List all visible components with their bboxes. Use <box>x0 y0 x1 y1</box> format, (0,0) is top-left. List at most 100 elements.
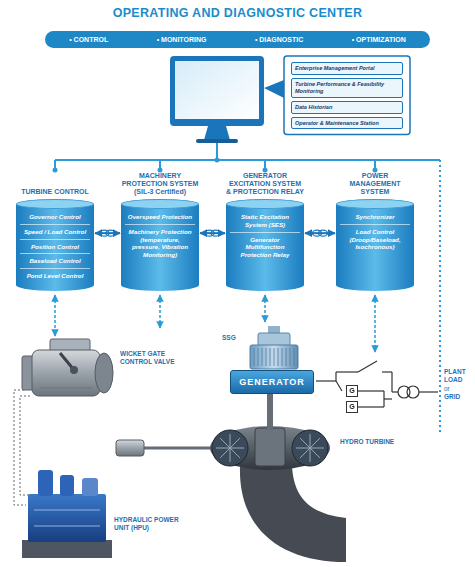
portal-item-box: Turbine Performance & Feasibility Monito… <box>291 78 403 98</box>
hydro-turbine <box>220 438 230 448</box>
servo-actuator <box>116 440 214 456</box>
ssg-exciter <box>282 348 283 366</box>
bus-dot <box>53 158 378 173</box>
switchgear <box>336 381 342 391</box>
hydro-turbine <box>210 426 330 470</box>
generator-unit-box: G <box>346 385 358 397</box>
signal-arrow <box>264 295 266 322</box>
hydraulic-power-unit <box>34 526 100 527</box>
signal-arrow <box>54 295 56 336</box>
portal-item: Operator & Maintenance Station <box>295 120 399 127</box>
network-bus <box>55 159 440 161</box>
unit-letter: G <box>347 386 357 396</box>
function-row: Pond Level Control <box>20 268 90 283</box>
ssg-exciter <box>258 348 259 366</box>
network-bus <box>439 160 441 432</box>
ssg-exciter <box>286 348 287 366</box>
link-line <box>200 232 225 234</box>
function-text: Load Control (Droop/Baseload, Isochronou… <box>342 228 408 251</box>
ssg-exciter <box>290 348 291 366</box>
ssg-exciter <box>258 333 290 346</box>
bus-dot <box>263 168 268 173</box>
switchgear <box>391 372 392 392</box>
switchgear <box>358 361 377 372</box>
ssg-exciter <box>266 348 267 366</box>
link-connector <box>200 230 225 236</box>
signal-arrow <box>55 295 375 352</box>
menu-item: • OPTIMIZATION <box>352 36 406 43</box>
function-row: Synchronizer <box>340 210 410 224</box>
hydro-turbine <box>310 448 311 462</box>
hydro-turbine <box>230 434 231 448</box>
wicket-gate-valve <box>40 388 92 389</box>
function-row: Generator Multifunction Protection Relay <box>230 232 300 262</box>
switchgear <box>392 391 398 392</box>
function-row: Machinery Protection (temperature, press… <box>125 224 195 262</box>
callout-panel <box>264 80 284 98</box>
column-heading: MACHINERY PROTECTION SYSTEM (SIL-3 Certi… <box>121 172 199 196</box>
hydro-turbine <box>255 428 285 466</box>
unit-letter: G <box>347 402 357 412</box>
hydro-turbine <box>216 448 230 449</box>
function-text: Machinery Protection (temperature, press… <box>127 228 193 259</box>
system-column: MACHINERY PROTECTION SYSTEM (SIL-3 Certi… <box>121 172 199 291</box>
function-row: Load Control (Droop/Baseload, Isochronou… <box>340 224 410 254</box>
wicket-gate-valve <box>22 339 113 396</box>
column-heading: GENERATOR EXCITATION SYSTEM & PROTECTION… <box>226 172 304 196</box>
hydraulic-power-unit <box>82 478 98 496</box>
function-text: Synchronizer <box>342 213 408 221</box>
switchgear <box>358 406 384 407</box>
bus-dot <box>158 168 163 173</box>
link-connector <box>95 230 120 236</box>
link-connector <box>305 230 335 236</box>
bus-dot <box>373 168 378 173</box>
device-label: WICKET GATE CONTROL VALVE <box>120 350 184 366</box>
function-text: Overspeed Protection <box>127 213 193 221</box>
network-bus <box>55 143 440 432</box>
hydro-turbine <box>300 448 310 458</box>
hydraulic-power-unit <box>34 510 100 511</box>
hydro-turbine <box>220 448 230 458</box>
function-text: Baseload Control <box>22 257 88 265</box>
function-band: • CONTROL• MONITORING• DIAGNOSTIC• OPTIM… <box>45 31 430 48</box>
network-bus <box>216 143 218 160</box>
monitor <box>170 56 264 126</box>
signal-arrow <box>374 295 376 352</box>
ssg-exciter <box>250 345 298 369</box>
title: OPERATING AND DIAGNOSTIC CENTER <box>0 6 475 20</box>
hydraulic-power-unit <box>22 540 112 558</box>
chain-link <box>319 230 328 236</box>
draft-tube <box>240 466 346 562</box>
hydro-turbine <box>310 448 324 449</box>
hydraulic-line <box>14 390 30 505</box>
chain-link <box>211 230 220 236</box>
function-row: Static Excitation System (SES) <box>230 210 300 232</box>
switchgear <box>316 361 438 407</box>
switchgear <box>336 371 358 372</box>
function-row: Speed / Load Control <box>20 224 90 239</box>
hydraulic-power-unit <box>60 475 74 496</box>
device-label: HYDRAULIC POWER UNIT (HPU) <box>114 516 182 532</box>
link-line <box>95 232 120 234</box>
function-text: Governor Control <box>22 213 88 221</box>
ssg-exciter <box>278 348 279 366</box>
ssg-exciter <box>250 326 298 369</box>
grid-label: GRID <box>444 393 473 401</box>
device-label: HYDRO TURBINE <box>340 438 404 446</box>
link-line <box>305 232 335 234</box>
signal-arrow <box>159 295 161 328</box>
wicket-gate-valve <box>70 366 78 374</box>
function-row: Position Control <box>20 239 90 254</box>
switchgear <box>358 390 384 391</box>
column-heading: TURBINE CONTROL <box>16 188 94 196</box>
switchgear <box>419 391 438 392</box>
system-column: GENERATOR EXCITATION SYSTEM & PROTECTION… <box>226 172 304 291</box>
hydraulic-power-unit <box>38 470 53 496</box>
portal-item-box: Data Historian <box>291 101 403 114</box>
function-text: Generator Multifunction Protection Relay <box>232 236 298 259</box>
shaft <box>267 394 273 430</box>
portal-item-box: Operator & Maintenance Station <box>291 117 403 130</box>
hydraulic-power-unit <box>28 494 106 542</box>
hydro-turbine <box>310 434 311 448</box>
switchgear <box>335 372 336 381</box>
